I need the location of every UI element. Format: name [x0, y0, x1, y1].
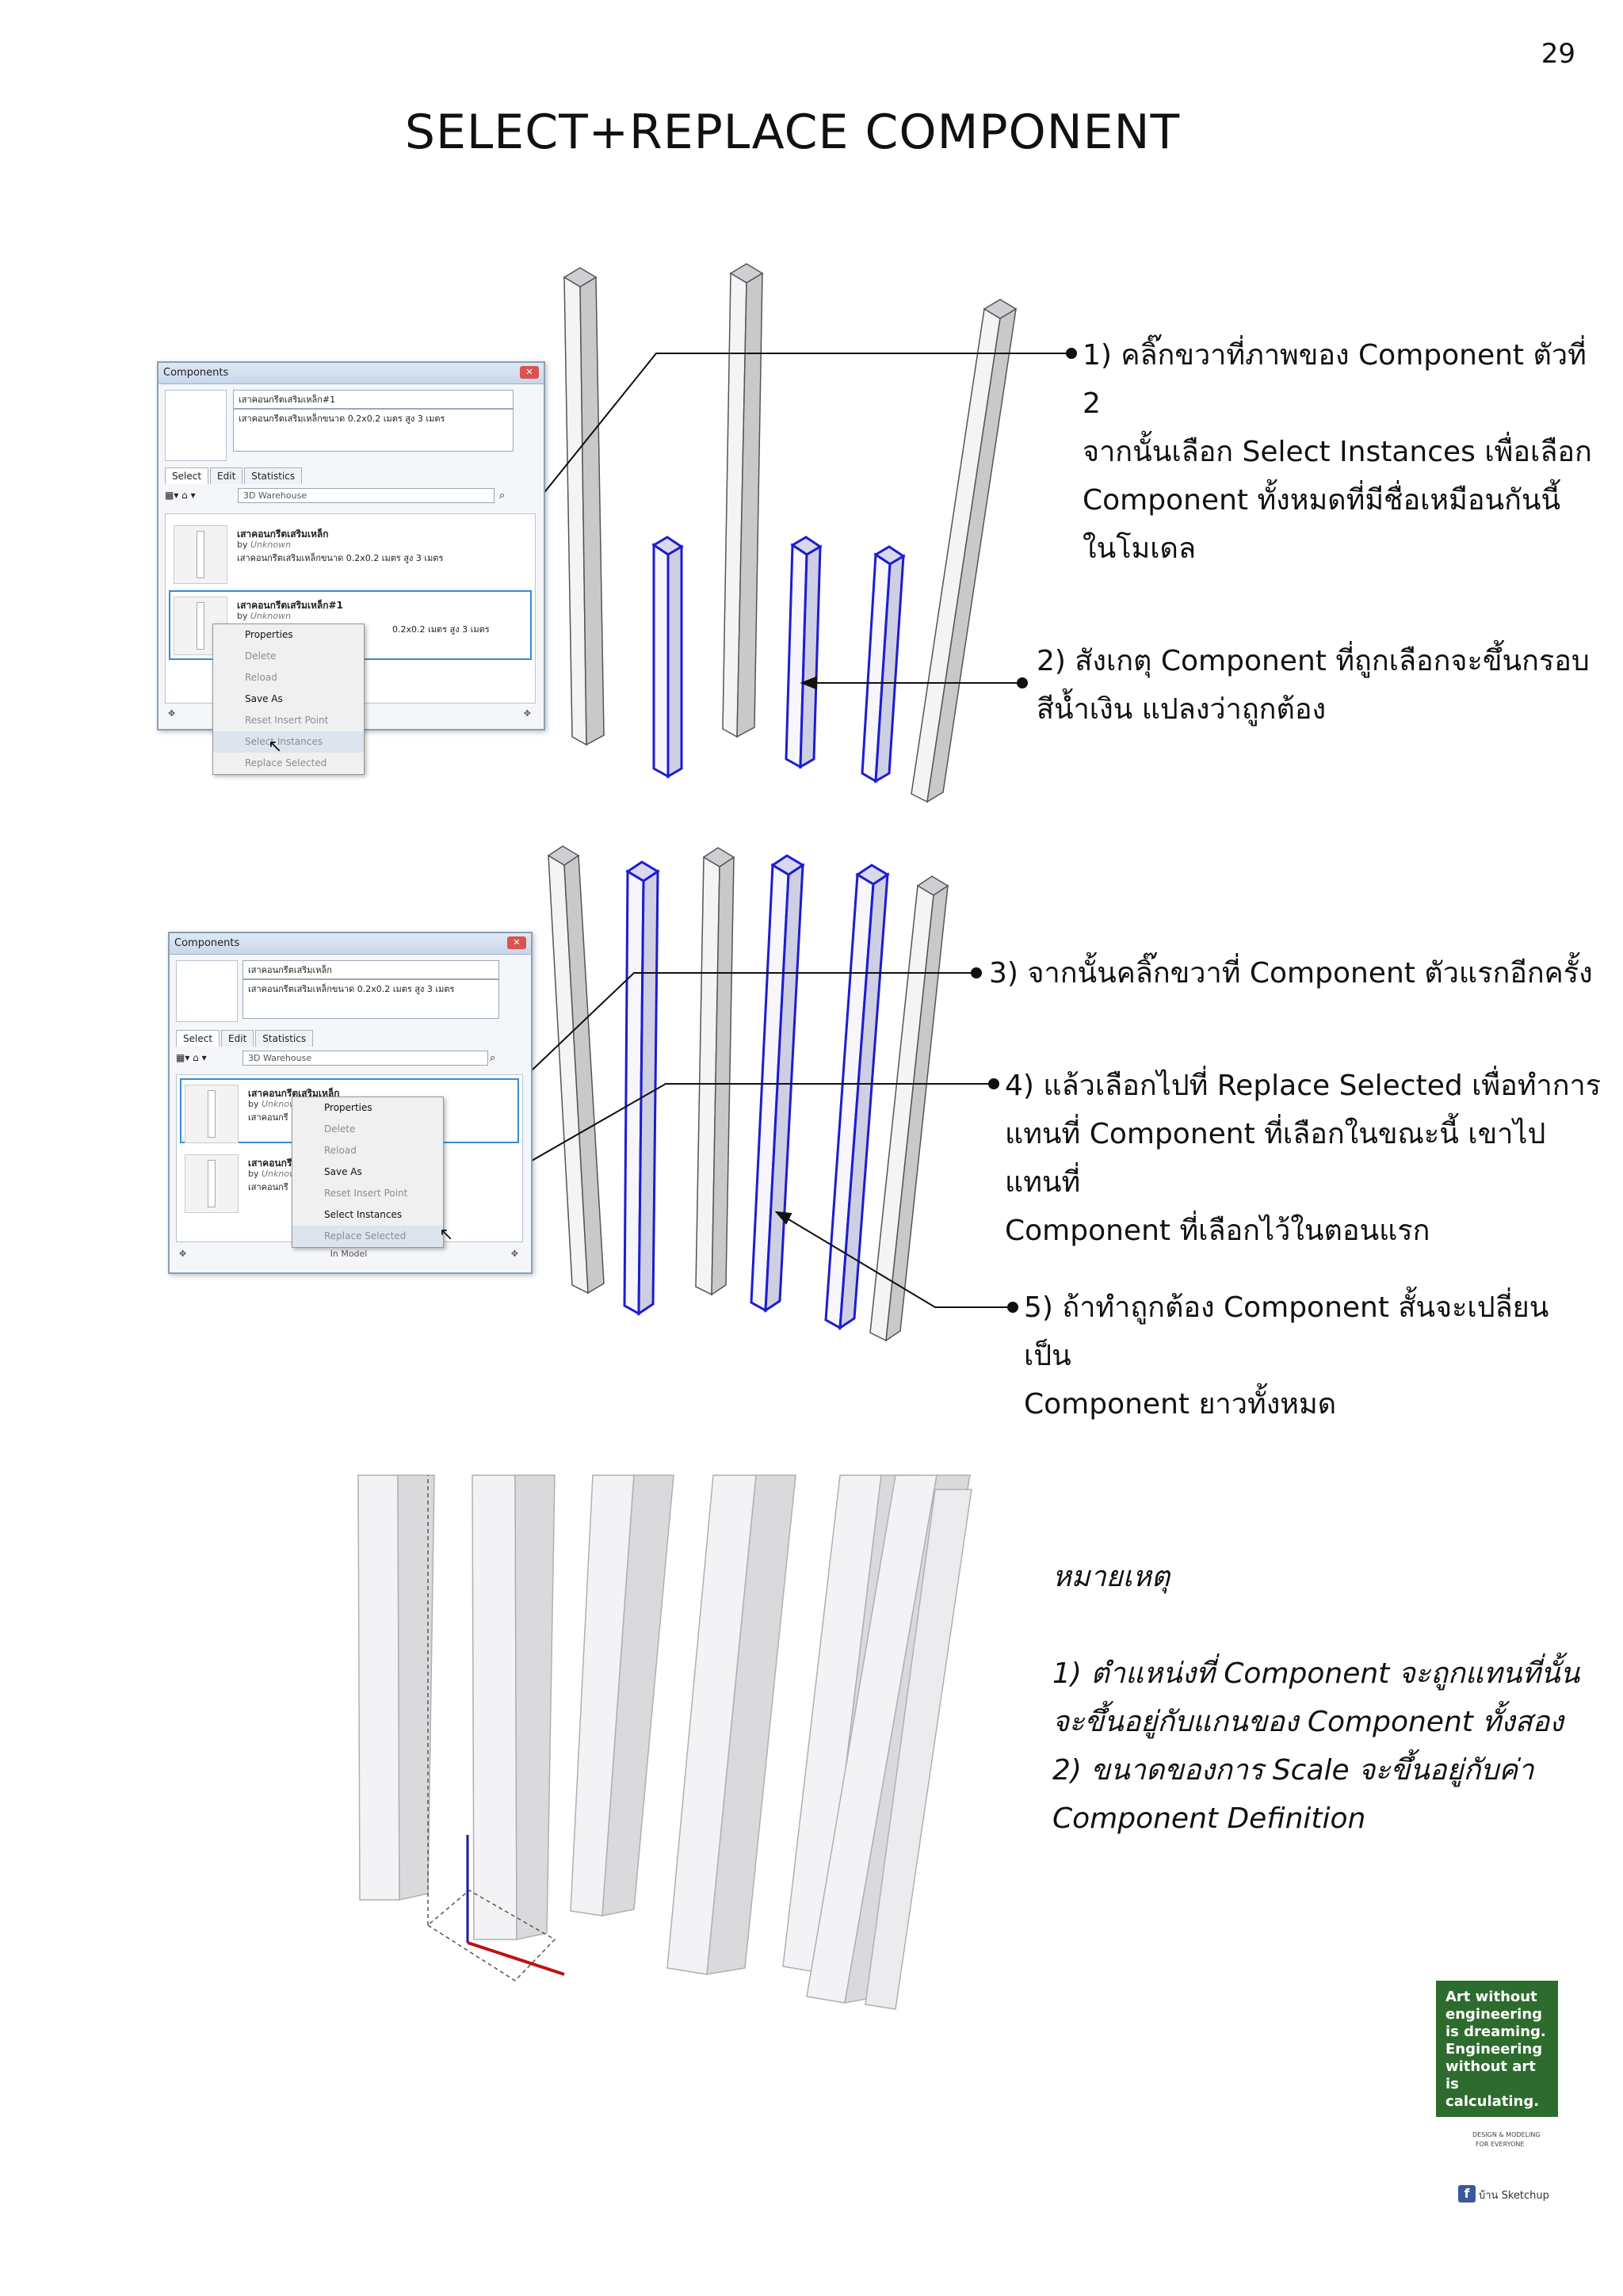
tab-select[interactable]: Select: [165, 467, 209, 484]
logo-author: - Steven Roberts: [1445, 2122, 1492, 2129]
item-author: by Unknown: [237, 540, 292, 550]
item-description: เสาคอนกรี: [248, 1182, 288, 1192]
annotation-step-5: 5) ถ้าทำถูกต้อง Component สั้นจะเปลี่ยนเ…: [1024, 1291, 1549, 1421]
cursor-icon: ↖: [439, 1225, 454, 1245]
component-description-field[interactable]: เสาคอนกรีตเสริมเหล็กขนาด 0.2x0.2 เมตร สู…: [233, 409, 514, 452]
context-menu-1: Properties Delete Reload Save As Reset I…: [212, 624, 365, 775]
dialog-titlebar: Components ✕: [158, 363, 544, 384]
component-axes: [427, 1475, 565, 1981]
menu-item-properties[interactable]: Properties: [324, 1102, 372, 1113]
menu-item-delete[interactable]: Delete: [324, 1123, 356, 1135]
component-description-field[interactable]: เสาคอนกรีตเสริมเหล็กขนาด 0.2x0.2 เมตร สู…: [242, 979, 499, 1019]
dialog-footer: ✥ In Model ✥: [176, 1245, 521, 1263]
item-description: เสาคอนกรีตเสริมเหล็กขนาด 0.2x0.2 เมตร สู…: [237, 553, 444, 563]
nav-icons[interactable]: ▦▾ ⌂ ▾: [176, 1052, 207, 1063]
annotation-step-2: 2) สังเกตุ Component ที่ถูกเลือกจะขึ้นกร…: [1037, 645, 1590, 726]
menu-item-reset-insert-point[interactable]: Reset Insert Point: [245, 715, 329, 726]
tab-select[interactable]: Select: [176, 1030, 220, 1047]
search-input[interactable]: 3D Warehouse: [238, 488, 495, 503]
menu-item-save-as[interactable]: Save As: [245, 693, 283, 704]
move-icon[interactable]: ✥: [179, 1249, 187, 1259]
dialog-title: Components: [174, 937, 240, 949]
logo-tagline-2: FOR EVERYONE: [1476, 2141, 1525, 2148]
dialog-title: Components: [163, 367, 229, 379]
quote-logo: Art without engineering is dreaming. Eng…: [1436, 1981, 1558, 2129]
footer-label: In Model: [330, 1249, 368, 1259]
component-preview: [176, 960, 238, 1022]
menu-item-select-instances[interactable]: Select Instances: [324, 1209, 403, 1220]
tab-statistics[interactable]: Statistics: [255, 1030, 314, 1047]
note-body: 1) ตำแหน่งที่ Component จะถูกแทนที่นั้น …: [1052, 1657, 1580, 1835]
annotation-step-3: 3) จากนั้นคลิ๊กขวาที่ Component ตัวแรกอี…: [989, 957, 1593, 990]
page-number: 29: [1541, 38, 1575, 70]
move-icon-right[interactable]: ✥: [510, 1249, 518, 1259]
menu-item-replace-selected[interactable]: Replace Selected: [292, 1226, 443, 1247]
move-icon[interactable]: ✥: [168, 708, 176, 719]
component-thumbnail: [185, 1085, 239, 1143]
search-icon[interactable]: ⌕: [499, 490, 506, 502]
facebook-icon[interactable]: f: [1458, 2185, 1476, 2203]
dialog-footer: ✥ ✥: [165, 705, 534, 723]
menu-item-replace-selected[interactable]: Replace Selected: [245, 757, 327, 769]
close-icon[interactable]: ✕: [520, 366, 539, 379]
tab-edit[interactable]: Edit: [210, 467, 243, 484]
search-input[interactable]: 3D Warehouse: [242, 1051, 488, 1066]
annotation-step-1: 1) คลิ๊กขวาที่ภาพของ Component ตัวที่ 2 …: [1083, 339, 1592, 565]
logo-tagline-1: DESIGN & MODELING: [1472, 2131, 1541, 2138]
menu-item-reload[interactable]: Reload: [324, 1145, 357, 1156]
column-tall-3: [911, 307, 1001, 803]
menu-item-delete[interactable]: Delete: [245, 650, 277, 662]
close-icon[interactable]: ✕: [507, 936, 526, 949]
tab-edit[interactable]: Edit: [221, 1030, 254, 1047]
menu-item-reset-insert-point[interactable]: Reset Insert Point: [324, 1188, 408, 1199]
component-thumbnail: [185, 1154, 239, 1213]
component-preview: [165, 390, 227, 461]
item-name: เสาคอนกรีตเสริมเหล็ก: [248, 1088, 340, 1099]
search-icon[interactable]: ⌕: [490, 1052, 496, 1064]
context-menu-2: Properties Delete Reload Save As Reset I…: [292, 1097, 444, 1248]
item-author: by Unknown: [237, 611, 292, 621]
menu-item-reload[interactable]: Reload: [245, 672, 277, 683]
dialog-titlebar: Components ✕: [170, 933, 531, 955]
section2-columns: [547, 845, 949, 1342]
move-icon-right[interactable]: ✥: [523, 708, 531, 719]
menu-item-select-instances[interactable]: Select Instances: [213, 731, 364, 753]
cursor-icon: ↖: [268, 737, 283, 757]
column-short-selected-1: [652, 543, 670, 779]
section1-columns: [563, 263, 1018, 803]
component-name-field[interactable]: เสาคอนกรีตเสริมเหล็ก#1: [233, 390, 514, 409]
annotation-step-4: 4) แล้วเลือกไปที่ Replace Selected เพื่อ…: [1005, 1070, 1602, 1247]
nav-icons[interactable]: ▦▾ ⌂ ▾: [165, 490, 196, 501]
item-description: 0.2x0.2 เมตร สูง 3 เมตร: [392, 624, 490, 635]
page-title: SELECT+REPLACE COMPONENT: [404, 105, 1181, 160]
item-description: เสาคอนกรี: [248, 1112, 288, 1123]
facebook-label[interactable]: บ้าน Sketchup: [1479, 2190, 1549, 2202]
menu-item-properties[interactable]: Properties: [245, 629, 293, 640]
item-name: เสาคอนกรีตเสริมเหล็ก#1: [237, 600, 343, 611]
section3-columns: [357, 1474, 972, 2010]
note-heading: หมายเหตุ: [1052, 1561, 1170, 1593]
list-item[interactable]: เสาคอนกรีตเสริมเหล็ก by Unknown เสาคอนกร…: [169, 519, 532, 589]
list-item[interactable]: เสาคอนกรีตเสริมเหล็ก by Unknown เสาคอนกร…: [180, 1148, 519, 1213]
component-thumbnail: [174, 525, 227, 584]
item-name: เสาคอนกรีตเสริมเหล็ก: [237, 528, 329, 540]
menu-item-save-as[interactable]: Save As: [324, 1166, 362, 1177]
component-name-field[interactable]: เสาคอนกรีตเสริมเหล็ก: [242, 960, 499, 979]
tab-statistics[interactable]: Statistics: [244, 467, 303, 484]
logo-quote: Art without engineering is dreaming. Eng…: [1445, 1989, 1546, 2110]
